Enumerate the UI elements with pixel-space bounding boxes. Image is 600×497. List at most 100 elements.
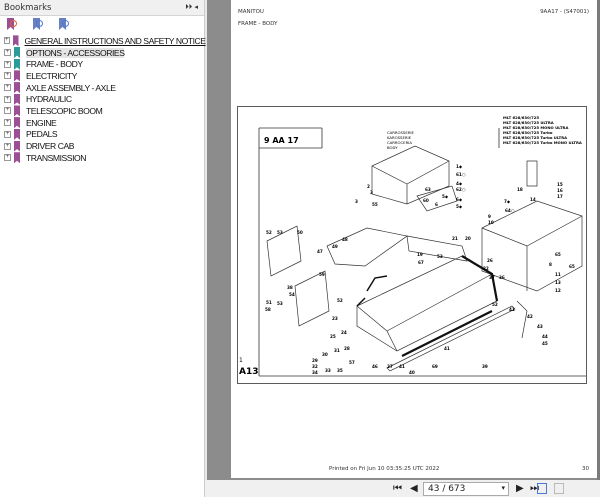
part-callout: 52 xyxy=(492,302,498,307)
bookmark-item[interactable]: + DRIVER CAB xyxy=(0,140,204,152)
expand-icon[interactable]: + xyxy=(4,107,11,115)
plate-label: A13 xyxy=(239,367,259,377)
bookmarks-title: Bookmarks xyxy=(4,3,52,13)
part-callout: 14 xyxy=(530,197,536,202)
expand-icon[interactable]: + xyxy=(4,49,11,57)
part-callout: 30 xyxy=(322,352,328,357)
bookmark-item[interactable]: + ENGINE xyxy=(0,117,204,129)
vertical-scrollbar[interactable] xyxy=(597,0,600,480)
part-callout: 65 xyxy=(555,252,561,257)
chevron-down-icon[interactable]: ▾ xyxy=(501,484,505,492)
part-callout: 3 xyxy=(370,190,373,195)
bookmarks-panel: Bookmarks ⏵⏵ ◂ +GENERAL INSTRUCTIONS AND… xyxy=(0,0,206,497)
bookmark-icon xyxy=(14,105,20,117)
expand-icon[interactable]: + xyxy=(4,142,11,150)
add-bookmark-icon[interactable] xyxy=(6,18,18,31)
part-callout: 41 xyxy=(399,364,405,369)
part-callout: 57 xyxy=(349,360,355,365)
diagram-title: BODY xyxy=(387,145,398,150)
part-callout: 24 xyxy=(341,330,347,335)
part-callout: 15 xyxy=(557,182,563,187)
first-page-button[interactable]: ⏮ xyxy=(393,483,402,494)
previous-page-button[interactable]: ◀ xyxy=(410,483,418,494)
bookmark-expand-icon[interactable] xyxy=(58,18,70,31)
part-callout: 61○ xyxy=(456,172,466,177)
part-callout: 50 xyxy=(297,230,303,235)
bookmark-item[interactable]: +ELECTRICITY xyxy=(0,70,204,82)
part-callout: 47 xyxy=(317,249,323,254)
panel-splitter[interactable] xyxy=(205,0,207,480)
panel-controls[interactable]: ⏵⏵ ◂ xyxy=(185,3,198,11)
part-callout: 45 xyxy=(542,341,548,346)
pdf-page: MANITOU 9AA17 - (S47001) FRAME - BODY 9 … xyxy=(231,0,597,478)
expand-icon[interactable]: + xyxy=(4,72,11,80)
part-callout: 29 xyxy=(312,358,318,363)
part-callout: 5◆ xyxy=(456,204,463,209)
part-callout: 52 xyxy=(337,298,343,303)
single-page-view-icon[interactable] xyxy=(537,483,547,494)
part-callout: 17 xyxy=(557,194,563,199)
expand-icon[interactable]: + xyxy=(4,84,11,92)
part-callout: 6 xyxy=(435,202,438,207)
part-callout: 46 xyxy=(372,364,378,369)
bookmarks-header: Bookmarks ⏵⏵ ◂ xyxy=(0,0,204,16)
part-callout: 38 xyxy=(287,285,293,290)
bookmark-label: ENGINE xyxy=(26,117,57,128)
part-callout: 41 xyxy=(509,307,515,312)
part-callout: 62○ xyxy=(456,187,466,192)
bookmark-item[interactable]: + HYDRAULIC xyxy=(0,93,204,105)
bookmark-label: OPTIONS - ACCESSORIES xyxy=(26,47,125,58)
part-callout: 65 xyxy=(569,264,575,269)
bookmark-item[interactable]: +PEDALS xyxy=(0,128,204,141)
part-callout: 11 xyxy=(555,272,561,277)
bookmark-item[interactable]: +TELESCOPIC BOOM xyxy=(0,105,204,117)
bookmark-item[interactable]: +AXLE ASSEMBLY - AXLE xyxy=(0,82,204,94)
part-callout: 2 xyxy=(367,184,370,189)
part-callout: 28 xyxy=(344,346,350,351)
bookmark-icon xyxy=(14,128,20,140)
bookmark-item[interactable]: + OPTIONS - ACCESSORIES xyxy=(0,47,204,59)
part-callout: 3 xyxy=(355,199,358,204)
model-line: MLT 628/630/725 Turbo xyxy=(503,130,553,135)
part-callout: 22 xyxy=(483,266,489,271)
part-callout: 52 xyxy=(266,230,272,235)
part-callout: 33 xyxy=(325,368,331,373)
bookmark-item[interactable]: + FRAME - BODY xyxy=(0,58,204,70)
part-callout: 63 xyxy=(425,187,431,192)
last-page-button[interactable]: ⏭ xyxy=(530,483,539,494)
part-callout: 53 xyxy=(277,301,283,306)
expand-icon[interactable]: + xyxy=(4,95,11,103)
diagram-title: CARROSSERIE xyxy=(387,130,414,135)
part-callout: 25 xyxy=(330,334,336,339)
bookmark-label: DRIVER CAB xyxy=(26,141,75,152)
part-callout: 53 xyxy=(277,230,283,235)
bookmark-item[interactable]: +GENERAL INSTRUCTIONS AND SAFETY NOTICE xyxy=(0,35,206,47)
brand-text: MANITOU xyxy=(238,9,264,15)
sheet-number: 1 xyxy=(239,357,243,364)
part-callout: 1◆ xyxy=(456,164,463,169)
expand-icon[interactable]: + xyxy=(4,119,11,127)
part-callout: 16 xyxy=(557,188,563,193)
model-line: MLT 628/630/725 MONO ULTRA xyxy=(503,125,568,130)
bookmark-label: HYDRAULIC xyxy=(26,94,72,105)
expand-icon[interactable]: + xyxy=(4,154,11,162)
part-callout: 42 xyxy=(527,314,533,319)
part-callout: 19 xyxy=(417,252,423,257)
diagram-title: KAROSSERIE xyxy=(387,135,412,140)
expand-icon[interactable]: + xyxy=(4,37,10,45)
bookmark-label: FRAME - BODY xyxy=(26,59,83,70)
page-number: 30 xyxy=(582,466,589,472)
expand-icon[interactable]: + xyxy=(4,130,11,138)
next-page-button[interactable]: ▶ xyxy=(516,483,524,494)
part-callout: 13 xyxy=(555,280,561,285)
continuous-view-icon[interactable] xyxy=(554,483,564,494)
part-callout: 6◆ xyxy=(456,197,463,202)
part-callout: 32 xyxy=(312,364,318,369)
bookmark-item[interactable]: +TRANSMISSION xyxy=(0,152,204,164)
expand-icon[interactable]: + xyxy=(4,60,11,68)
bookmark-icon xyxy=(12,35,19,47)
part-callout: 26 xyxy=(487,258,493,263)
bookmark-icon xyxy=(14,82,20,94)
bookmark-options-icon[interactable] xyxy=(32,18,44,31)
page-number-input[interactable]: 43 / 673▾ xyxy=(423,482,509,496)
